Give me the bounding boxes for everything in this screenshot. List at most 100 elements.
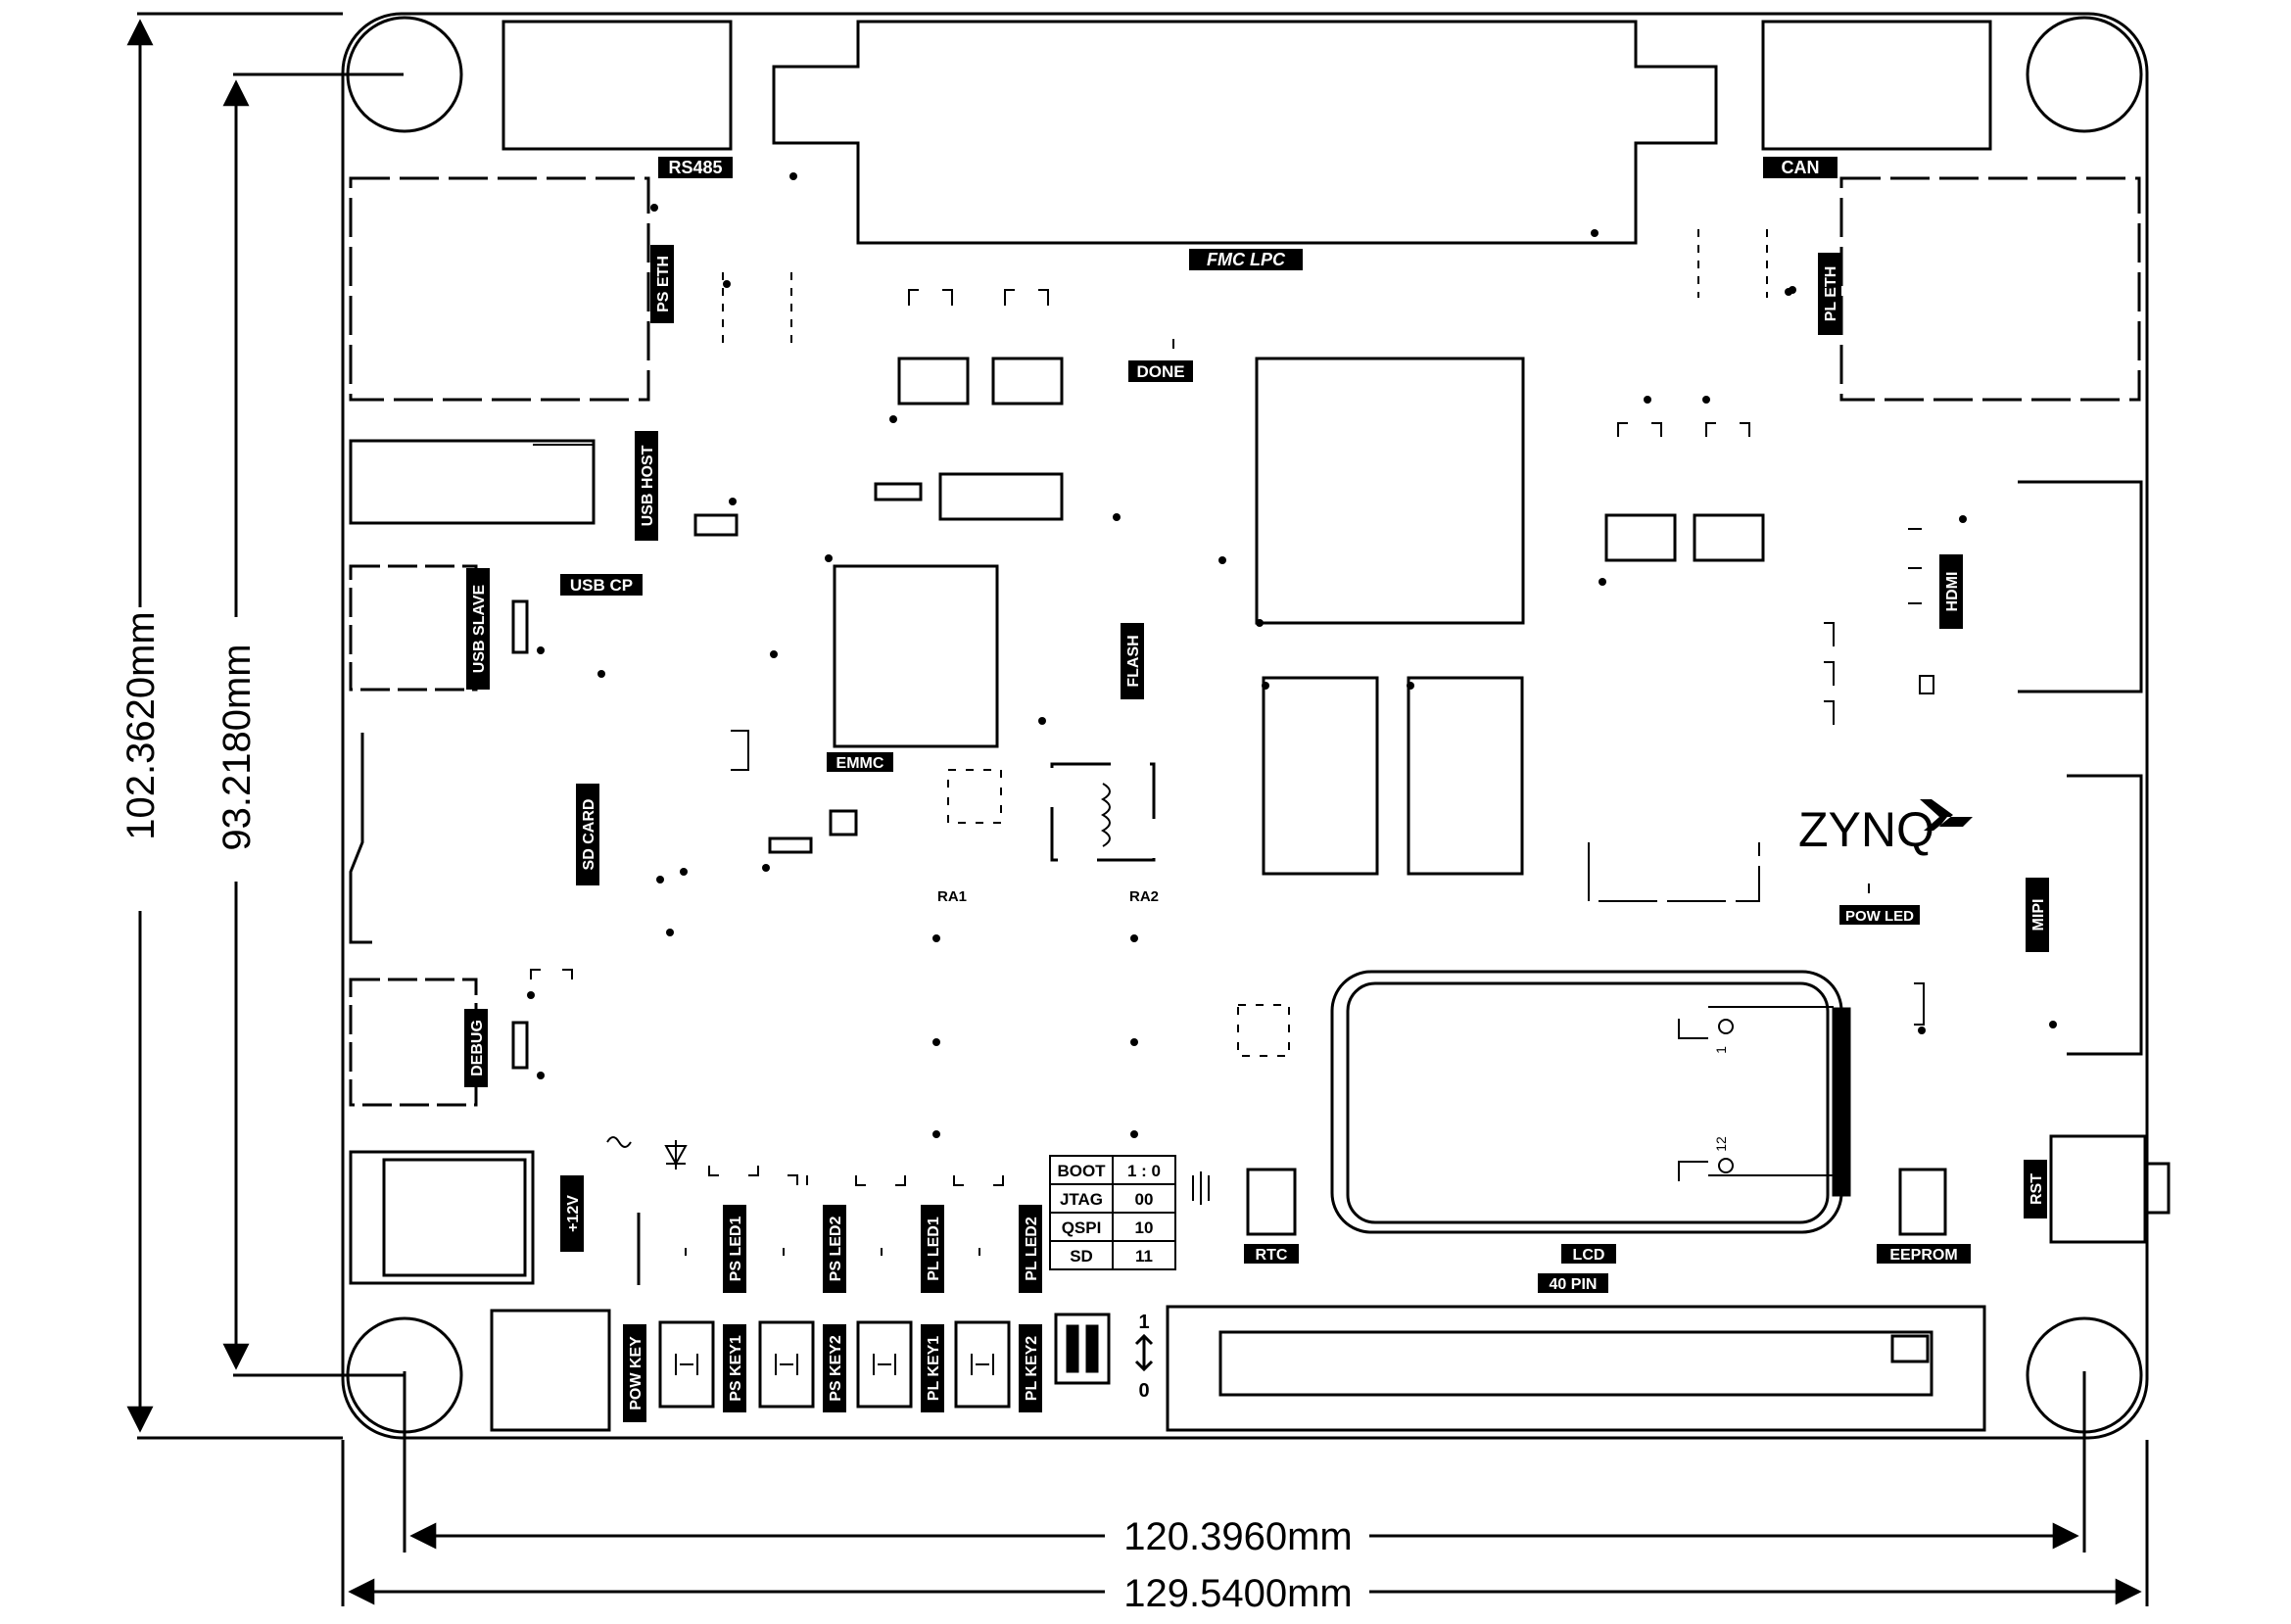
led-bracket-4 xyxy=(953,1175,1004,1186)
fmc-lpc-label: FMC LPC xyxy=(1207,250,1286,269)
mounting-hole xyxy=(2026,1316,2143,1434)
rtc-label: RTC xyxy=(1256,1247,1288,1264)
mounting-hole xyxy=(346,1316,463,1434)
chip-e-outline xyxy=(1588,842,1760,902)
sd-card-slot xyxy=(349,733,372,944)
boot-table-cell: JTAG xyxy=(1060,1190,1103,1209)
mounting-hole xyxy=(346,16,463,133)
lcd-header-inner xyxy=(1218,1330,1933,1397)
battery-pin1-mark xyxy=(1718,1019,1734,1034)
rst-button xyxy=(2049,1134,2147,1244)
hdmi-pins xyxy=(1908,528,1934,694)
hole-pitch-height-label: 93.2180mm xyxy=(215,644,259,850)
pow-led-label: POW LED xyxy=(1845,908,1914,925)
led-ticks xyxy=(533,444,980,1285)
small-part-4 xyxy=(511,1021,529,1070)
small-part-1 xyxy=(874,482,923,502)
inductor-coil xyxy=(1100,783,1111,847)
sd-card-label: SD CARD xyxy=(581,799,597,871)
boot-table-cell: 10 xyxy=(1135,1218,1154,1237)
mounting-holes xyxy=(346,16,2143,1434)
debug-connector xyxy=(349,978,478,1107)
ps-key2-label: PS KEY2 xyxy=(828,1335,844,1402)
bracket-mid-2 xyxy=(1824,622,1835,725)
usb-host-label: USB HOST xyxy=(640,445,656,526)
flash-chip xyxy=(938,472,1064,521)
pl-key1-label: PL KEY1 xyxy=(926,1336,942,1402)
switch-off-label: 0 xyxy=(1138,1380,1149,1402)
ps-eth-label: PS ETH xyxy=(655,256,672,312)
small-part-2 xyxy=(693,513,739,537)
mipi-label: MIPI xyxy=(2030,899,2047,931)
key-outlines xyxy=(658,1320,1011,1409)
pl-eth-jack xyxy=(1839,176,2141,402)
crystal-symbol-icon xyxy=(1192,1171,1210,1205)
battery-holder-inner xyxy=(1346,981,1830,1224)
hdmi-label: HDMI xyxy=(1944,572,1961,612)
hole-pitch-width-label: 120.3960mm xyxy=(1123,1515,1352,1558)
pl-led1-label: PL LED1 xyxy=(926,1217,942,1281)
zynq-logo-mark xyxy=(1920,799,1973,831)
mounting-hole xyxy=(2026,16,2143,133)
usb-host-connector xyxy=(349,439,596,525)
fpga-chip xyxy=(1255,357,1525,625)
ddr-chip-2 xyxy=(1407,676,1524,876)
boot-table-cell: BOOT xyxy=(1057,1162,1106,1180)
battery-pin12-label: 12 xyxy=(1713,1136,1729,1152)
bracket-top-3 xyxy=(1617,422,1662,437)
ac-symbol-icon xyxy=(606,1136,632,1148)
mipi-connector xyxy=(2067,774,2143,1056)
chip-b xyxy=(991,357,1064,406)
small-part-5 xyxy=(829,809,858,836)
chip-c xyxy=(1604,513,1677,562)
pow-key-body xyxy=(490,1309,611,1432)
pcb-outline xyxy=(341,12,2149,1440)
ra2-label: RA2 xyxy=(1129,888,1159,905)
overall-width-label: 129.5400mm xyxy=(1123,1572,1352,1615)
dc-jack-inner xyxy=(382,1158,527,1277)
led-bracket-5 xyxy=(530,969,573,979)
small-part-6 xyxy=(768,836,813,854)
fmc-lpc-connector xyxy=(772,20,1718,245)
boot-table-cell: 11 xyxy=(1135,1247,1153,1266)
plus-12v-label: +12V xyxy=(565,1195,582,1232)
eeprom-label: EEPROM xyxy=(1889,1247,1957,1264)
diode-symbol-icon xyxy=(664,1140,688,1170)
forty-pin-label: 40 PIN xyxy=(1550,1276,1598,1293)
chip-a xyxy=(897,357,970,406)
can-connector xyxy=(1761,20,1992,151)
usb-cp-label: USB CP xyxy=(570,576,633,595)
fiducial-dots xyxy=(527,172,2057,1138)
components xyxy=(349,20,2171,1432)
boot-table-cell: 00 xyxy=(1135,1190,1154,1209)
dashed-box-3 xyxy=(947,769,1002,824)
done-label: DONE xyxy=(1136,362,1184,381)
chip-d xyxy=(1693,513,1765,562)
bracket-mid-1 xyxy=(731,730,749,771)
lcd-header-outer xyxy=(1166,1305,1986,1432)
switch-arrow-icon xyxy=(1134,1333,1154,1372)
battery-pin12-mark xyxy=(1718,1158,1734,1173)
pl-eth-label: PL ETH xyxy=(1823,266,1839,322)
bracket-top-1 xyxy=(908,289,953,306)
overall-height-label: 102.3620mm xyxy=(119,611,163,839)
ps-key1-label: PS KEY1 xyxy=(728,1335,744,1402)
boot-table-cell: 1 : 0 xyxy=(1127,1162,1161,1180)
battery-holder-outer xyxy=(1330,970,1843,1234)
bracket-top-2 xyxy=(1004,289,1049,306)
debug-label: DEBUG xyxy=(469,1020,486,1076)
boot-switch-lever-2 xyxy=(1085,1324,1099,1373)
inductor xyxy=(1050,762,1156,862)
boot-switch-lever-1 xyxy=(1066,1324,1079,1373)
eeprom-part xyxy=(1898,1168,1947,1236)
dashed-box-2 xyxy=(1697,229,1768,298)
switch-on-label: 1 xyxy=(1138,1312,1149,1333)
can-label: CAN xyxy=(1782,158,1820,177)
usb-slave-label: USB SLAVE xyxy=(471,584,488,673)
bracket-mid-3 xyxy=(1914,982,1925,1026)
pl-key2-label: PL KEY2 xyxy=(1024,1336,1040,1402)
lcd-pin1-mark xyxy=(1890,1334,1930,1363)
